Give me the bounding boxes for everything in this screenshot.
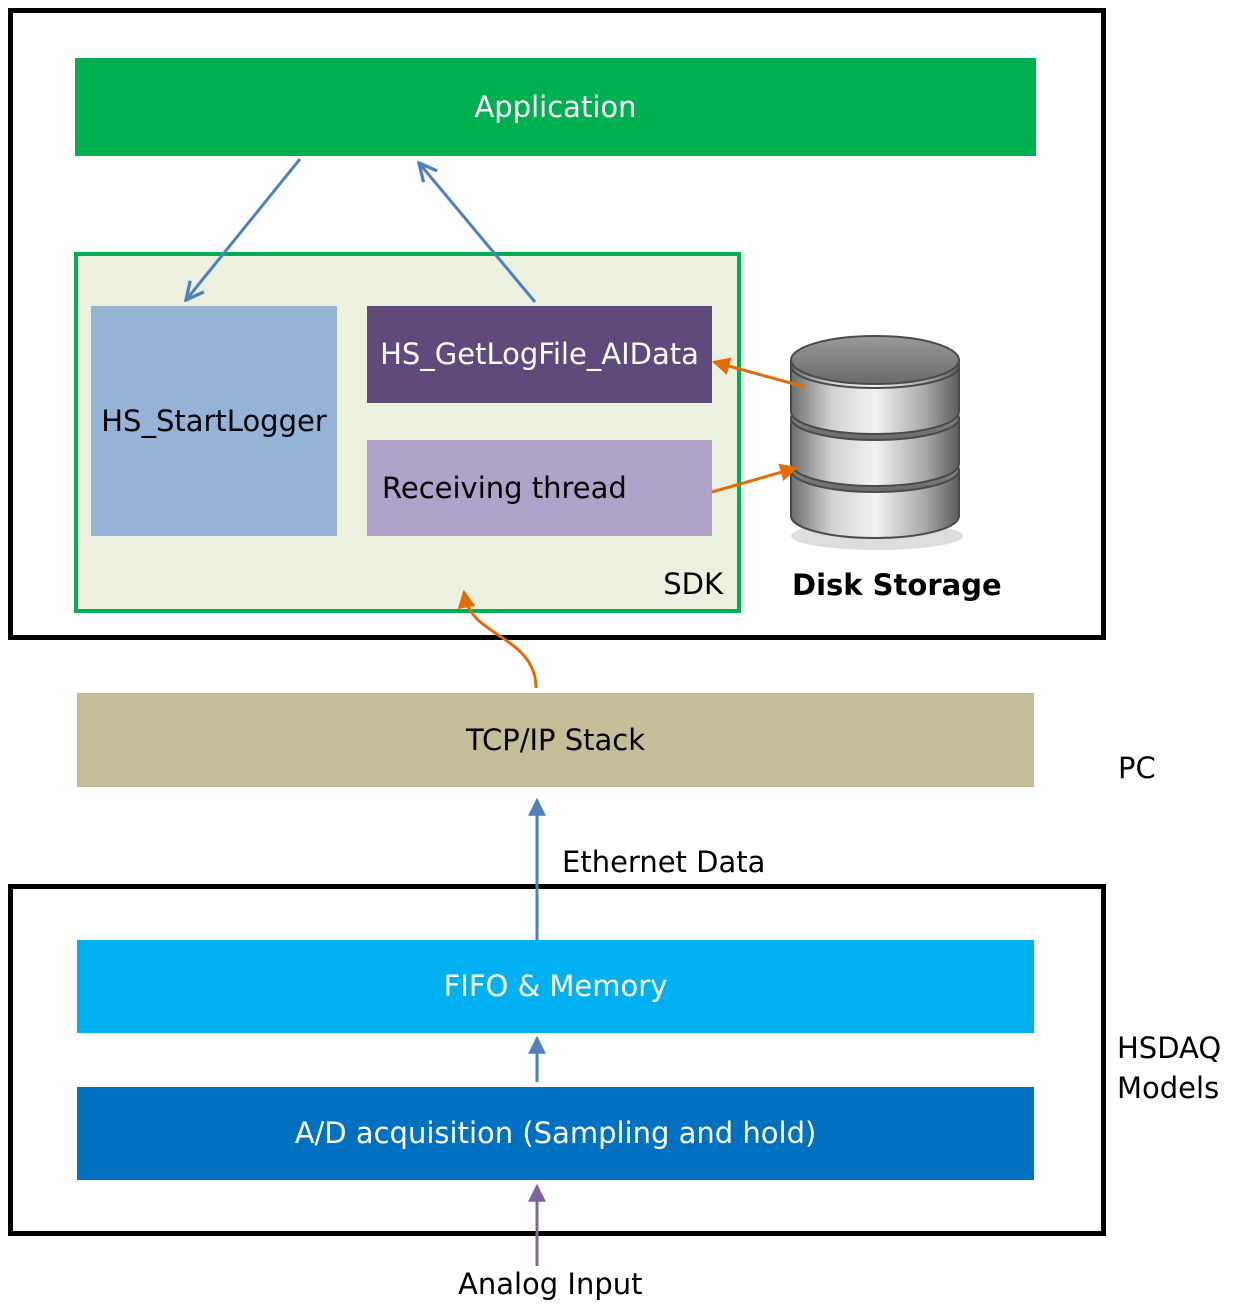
receiving-thread-label: Receiving thread xyxy=(382,470,627,505)
database-icon xyxy=(785,320,965,552)
application-block: Application xyxy=(75,58,1036,156)
hsdaq-label-line1: HSDAQ xyxy=(1117,1031,1222,1065)
hsdaq-frame xyxy=(8,884,1106,1236)
tcp-ip-stack-label: TCP/IP Stack xyxy=(465,722,646,757)
get-log-file-block: HS_GetLogFile_AIData xyxy=(367,306,712,403)
disk-storage-label: Disk Storage xyxy=(792,568,1002,602)
start-logger-block: HS_StartLogger xyxy=(91,306,337,536)
analog-input-label: Analog Input xyxy=(458,1267,643,1301)
hsdaq-models-label: HSDAQ Models xyxy=(1117,1028,1221,1108)
tcp-ip-stack-block: TCP/IP Stack xyxy=(77,693,1034,787)
ad-acquisition-block: A/D acquisition (Sampling and hold) xyxy=(77,1087,1034,1180)
pc-frame xyxy=(8,8,1106,640)
ethernet-data-label: Ethernet Data xyxy=(562,845,766,879)
pc-label: PC xyxy=(1118,751,1156,785)
get-log-file-label: HS_GetLogFile_AIData xyxy=(380,337,699,371)
ad-acquisition-label: A/D acquisition (Sampling and hold) xyxy=(294,1116,817,1150)
fifo-memory-block: FIFO & Memory xyxy=(77,940,1034,1033)
start-logger-label: HS_StartLogger xyxy=(101,403,327,438)
application-label: Application xyxy=(474,89,637,124)
fifo-memory-label: FIFO & Memory xyxy=(443,969,668,1003)
hsdaq-label-line2: Models xyxy=(1117,1071,1220,1105)
receiving-thread-block: Receiving thread xyxy=(367,440,712,536)
sdk-label: SDK xyxy=(663,567,723,601)
